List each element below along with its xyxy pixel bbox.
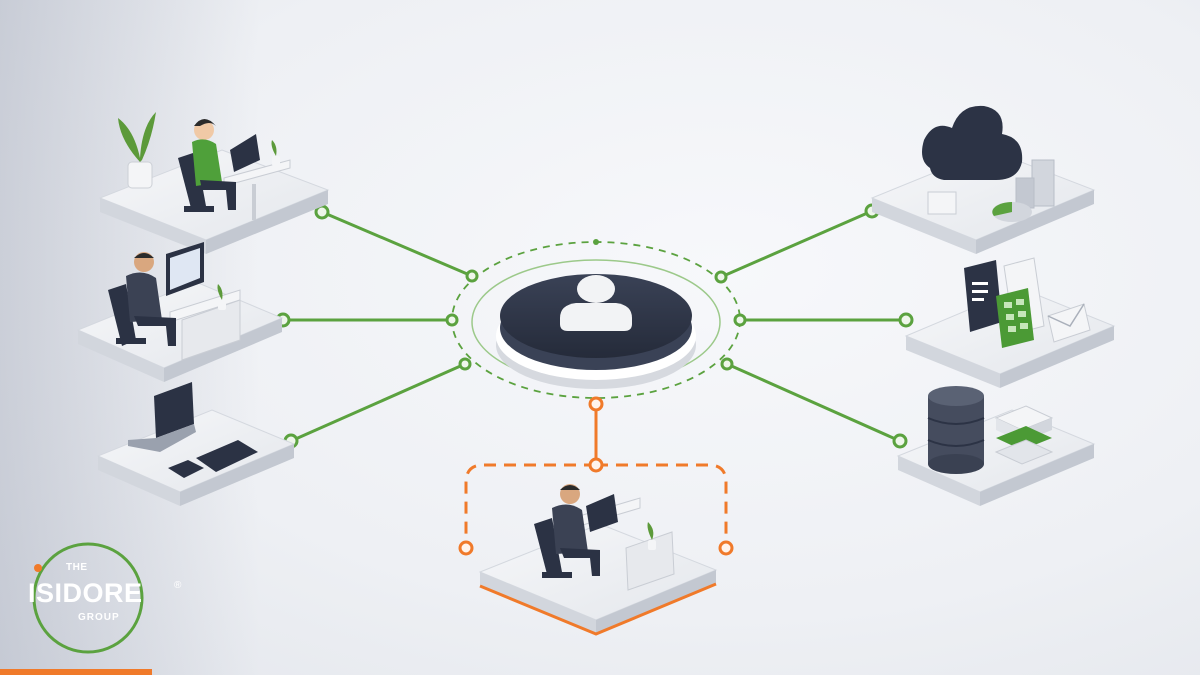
database-server-icon [927, 386, 1054, 474]
logo-registered-mark: ® [174, 580, 182, 591]
logo-line-the: THE [66, 562, 88, 573]
person-at-laptop-icon [178, 119, 291, 220]
central-hub [496, 274, 696, 389]
link-devices [290, 362, 466, 443]
node-cloud-analytics [870, 105, 1096, 254]
cloud-chart-icon [922, 105, 1055, 222]
person-at-desk-icon [534, 484, 675, 591]
user-icon [560, 275, 632, 331]
node-devices [96, 382, 296, 506]
documents-spreadsheet-mail-icon [964, 257, 1091, 348]
laptop-tablet-phone-icon [128, 382, 258, 478]
node-employee-desktop [76, 242, 284, 382]
node-highlighted-employee [478, 484, 718, 636]
logo-line-group: GROUP [78, 612, 120, 623]
isidore-group-logo: THE ISIDORE GROUP ® [26, 538, 196, 658]
link-database [726, 362, 901, 443]
connection-lines [283, 209, 906, 443]
node-documents [904, 257, 1116, 388]
highlight-link [458, 396, 734, 556]
logo-line-name: ISIDORE [28, 578, 143, 608]
bottom-accent-bar [0, 669, 152, 675]
person-at-desktop-icon [108, 242, 241, 361]
link-cloud [720, 209, 873, 279]
plant-icon [118, 112, 156, 189]
node-database [896, 386, 1096, 506]
link-employee-green [321, 210, 473, 278]
node-employee-green-shirt [98, 112, 330, 254]
connector-dots [275, 203, 914, 449]
